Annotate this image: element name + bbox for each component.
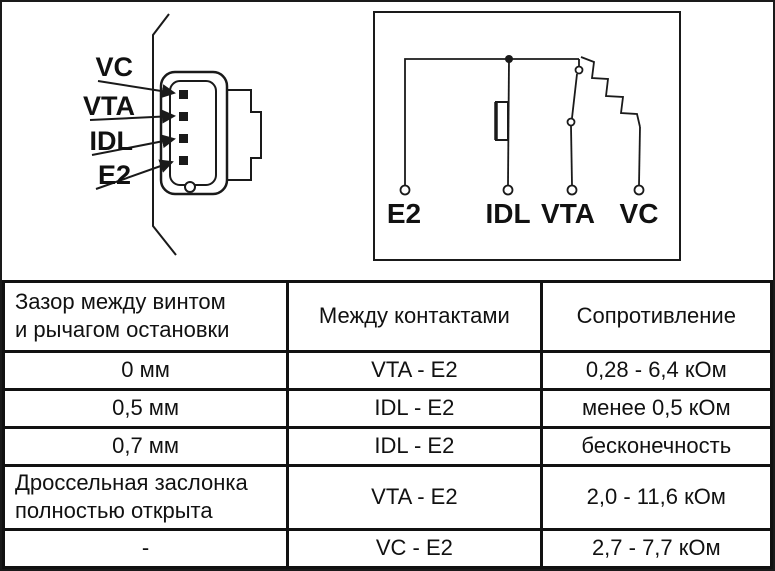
table-header-row: Зазор между винтом и рычагом остановки М…: [2, 279, 773, 353]
cell-resistance: 2,7 - 7,7 кОм: [539, 528, 773, 569]
terminal-label-e2: E2: [387, 198, 421, 229]
connector-label-idl: IDL: [90, 126, 134, 156]
connector-label-vta: VTA: [83, 91, 135, 121]
cell-contacts: VTA - E2: [286, 349, 543, 391]
terminal-label-vc: VC: [620, 198, 659, 229]
schematic-border: [373, 11, 681, 261]
terminal-label-vta: VTA: [541, 198, 595, 229]
cell-gap-line1: Дроссельная заслонка: [15, 469, 248, 495]
cell-contacts: VC - E2: [286, 528, 543, 569]
schematic-diagram: [373, 11, 681, 261]
leader-vta: [89, 109, 176, 124]
panel-edge: [152, 13, 177, 256]
pin-idl: [179, 134, 188, 143]
idl-contact: [495, 101, 509, 141]
leader-idl: [91, 134, 176, 156]
wire-e2-top: [404, 58, 579, 185]
cell-gap: 0,7 мм: [2, 425, 290, 467]
cell-contacts: IDL - E2: [286, 425, 543, 467]
header-gap: Зазор между винтом и рычагом остановки: [2, 279, 290, 353]
cell-resistance: менее 0,5 кОм: [539, 387, 773, 429]
header-gap-line1: Зазор между винтом: [15, 288, 226, 314]
terminal-idl: [502, 184, 514, 196]
connector-label-e2: E2: [98, 160, 131, 190]
table-row: 0,7 мм IDL - E2 бесконечность: [2, 425, 773, 467]
cell-resistance: бесконечность: [539, 425, 773, 467]
leader-vc: [97, 80, 176, 99]
connector-hole: [184, 181, 196, 193]
cell-resistance: 0,28 - 6,4 кОм: [539, 349, 773, 391]
wire-vc: [638, 126, 641, 186]
connector-housing: [227, 89, 262, 181]
terminal-label-idl: IDL: [485, 198, 530, 229]
connector-body-outer: [159, 70, 229, 196]
table-row: - VC - E2 2,7 - 7,7 кОм: [2, 528, 773, 569]
table-row: 0 мм VTA - E2 0,28 - 6,4 кОм: [2, 349, 773, 391]
pin-e2: [179, 156, 188, 165]
cell-contacts: VTA - E2: [286, 463, 543, 532]
wire-vta: [570, 125, 573, 186]
resistance-table: Зазор между винтом и рычагом остановки М…: [2, 279, 773, 569]
pin-vc: [179, 90, 188, 99]
connector-diagram: [89, 13, 262, 256]
terminal-vta: [566, 184, 578, 196]
pin-vta: [179, 112, 188, 121]
header-resistance: Сопротивление: [539, 279, 773, 353]
connector-body-inner: [169, 80, 217, 186]
vta-arm: [571, 73, 578, 119]
cell-gap: 0 мм: [2, 349, 290, 391]
cell-gap-line2: полностью открыта: [15, 498, 213, 524]
cell-gap: Дроссельная заслонка полностью открыта: [2, 463, 290, 532]
cell-resistance: 2,0 - 11,6 кОм: [539, 463, 773, 532]
connector-label-vc: VC: [95, 52, 133, 82]
cell-gap: 0,5 мм: [2, 387, 290, 429]
header-contacts: Между контактами: [286, 279, 543, 353]
terminal-vc: [633, 184, 645, 196]
vta-pivot-bottom: [566, 117, 576, 127]
table-row: 0,5 мм IDL - E2 менее 0,5 кОм: [2, 387, 773, 429]
terminal-e2: [399, 184, 411, 196]
table-row: Дроссельная заслонка полностью открыта V…: [2, 463, 773, 532]
diagrams-area: VC VTA IDL E2: [83, 11, 681, 261]
cell-contacts: IDL - E2: [286, 387, 543, 429]
leader-e2: [95, 159, 174, 190]
header-gap-line2: и рычагом остановки: [15, 317, 230, 343]
resistor-zigzag: [580, 56, 641, 128]
vta-pivot-top: [574, 65, 584, 75]
cell-gap: -: [2, 528, 290, 569]
